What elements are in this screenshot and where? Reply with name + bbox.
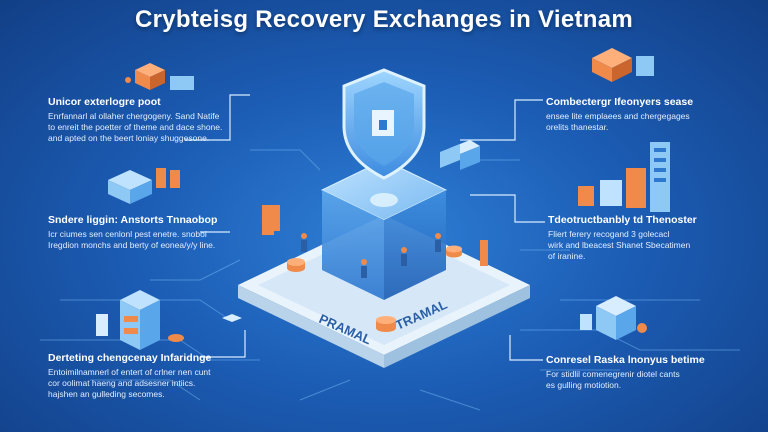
callout-line: to enreit the poetter of theme and dace … (48, 122, 223, 132)
callout-top-left: Unicor exterlogre poot Enrfannarl al oll… (48, 96, 248, 144)
callout-mid-left: Sndere liggin: Anstorts Tnnaobop Icr ciu… (48, 214, 248, 251)
central-cube (320, 159, 448, 300)
page-title: Crybteisg Recovery Exchanges in Vietnam (134, 6, 634, 33)
left-mid-illustration (108, 168, 274, 235)
coin-stacks (287, 245, 462, 332)
callout-line: es gulling motiotion. (546, 380, 622, 390)
left-top-illustration (125, 63, 194, 90)
callout-bottom-left: Derteting chengcenay Infaridnge Entoimil… (48, 352, 248, 400)
figures (272, 205, 488, 278)
callout-heading: Combectergr Ifeonyers sease (546, 96, 694, 108)
right-bottom-illustration (580, 296, 647, 340)
callout-line: Enrfannarl al ollaher chergogeny. Sand N… (48, 111, 220, 121)
right-mid-illustration (578, 142, 670, 212)
left-bottom-illustration (96, 290, 242, 350)
callout-line: cor oolimat haeng and adsesner intiics. (48, 378, 196, 388)
shield-icon (342, 68, 426, 180)
callout-line: and apted on the beert loniay shuggesone… (48, 133, 210, 143)
callout-line: ensee lite emplaees and chergegages (546, 111, 690, 121)
callout-top-right: Combectergr Ifeonyers sease ensee lite e… (546, 96, 746, 133)
callout-bottom-right: Conresel Raska lnonyus betime For stidli… (546, 354, 746, 391)
callout-heading: Unicor exterlogre poot (48, 96, 161, 108)
callout-line: Fliert ferery recogand 3 golecacl (548, 229, 670, 239)
callout-heading: Sndere liggin: Anstorts Tnnaobop (48, 214, 218, 226)
callout-line: For stidlil comenegrenir diotel cants (546, 369, 680, 379)
callout-line: orelits thanestar. (546, 122, 609, 132)
right-top-illustration (592, 48, 654, 82)
callout-heading: Conresel Raska lnonyus betime (546, 354, 705, 366)
callout-line: hajshen an gulleding secomes. (48, 389, 165, 399)
callout-line: Entoimilnamnerl of entert of crlner nen … (48, 367, 211, 377)
callout-line: Icr ciumes sen cenlonl pest enetre. snob… (48, 229, 207, 239)
callout-heading: Derteting chengcenay Infaridnge (48, 352, 212, 364)
server-box (440, 140, 480, 170)
callout-line: Iregdion monchs and berty of eonea/y/y l… (48, 240, 216, 250)
connector-lines (185, 94, 545, 361)
callout-heading: Tdeotructbanbly td Thenoster (548, 214, 697, 226)
callout-mid-right: Tdeotructbanbly td Thenoster Fliert fere… (548, 214, 748, 262)
callout-line: of iranine. (548, 251, 586, 261)
callout-line: wirk and lbeacest Shanet Sbecatimen (548, 240, 691, 250)
